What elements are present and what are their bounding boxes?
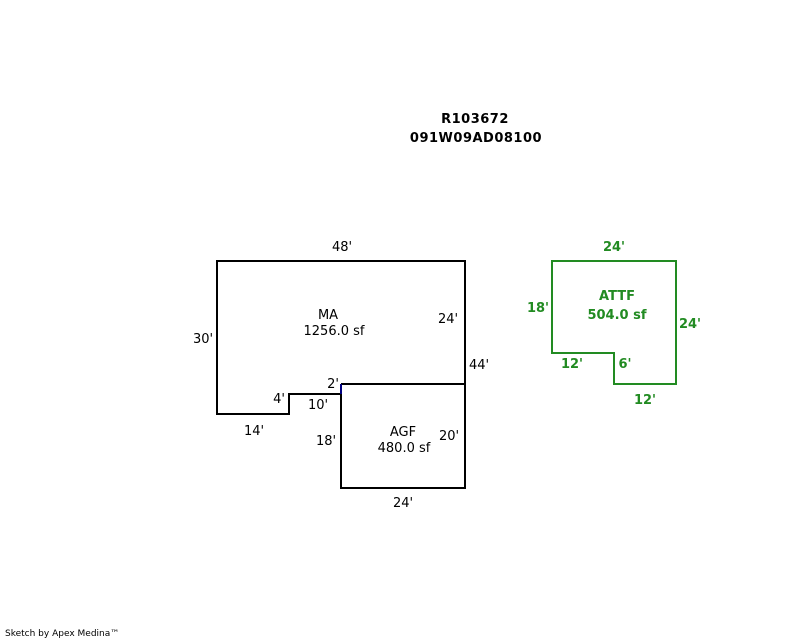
- dim-ma-left: 30': [193, 332, 213, 347]
- attf-area-label: 504.0 sf: [587, 308, 646, 323]
- dim-ma-notch-small: 2': [327, 377, 339, 392]
- ma-outline: [216, 260, 466, 415]
- map-number: 091W09AD08100: [410, 131, 542, 146]
- dim-agf-right: 20': [439, 429, 459, 444]
- agf-area-label: 480.0 sf: [378, 441, 431, 456]
- dim-agf-bottom: 24': [393, 496, 413, 511]
- footer-credit: Sketch by Apex Medina™: [5, 629, 119, 639]
- ma-area-label: 1256.0 sf: [304, 324, 365, 339]
- agf-outline: [340, 384, 466, 489]
- dim-agf-left: 18': [316, 434, 336, 449]
- dim-total-right: 44': [469, 358, 489, 373]
- attf-code-label: ATTF: [599, 289, 635, 304]
- dim-ma-top: 48': [332, 240, 352, 255]
- dim-attf-inner-rise: 6': [618, 357, 631, 372]
- dim-attf-bottom: 12': [634, 393, 656, 408]
- attf-outline: [551, 260, 677, 385]
- parcel-id: R103672: [441, 112, 509, 127]
- dim-attf-inner-run: 12': [561, 357, 583, 372]
- dim-attf-left: 18': [527, 301, 549, 316]
- dim-ma-bottom: 14': [244, 424, 264, 439]
- dim-ma-notch-run: 10': [308, 398, 328, 413]
- dim-attf-right: 24': [679, 317, 701, 332]
- agf-code-label: AGF: [390, 425, 416, 440]
- dim-attf-top: 24': [603, 240, 625, 255]
- ma-code-label: MA: [318, 308, 338, 323]
- dim-ma-notch-rise: 4': [273, 392, 285, 407]
- dim-ma-right: 24': [438, 312, 458, 327]
